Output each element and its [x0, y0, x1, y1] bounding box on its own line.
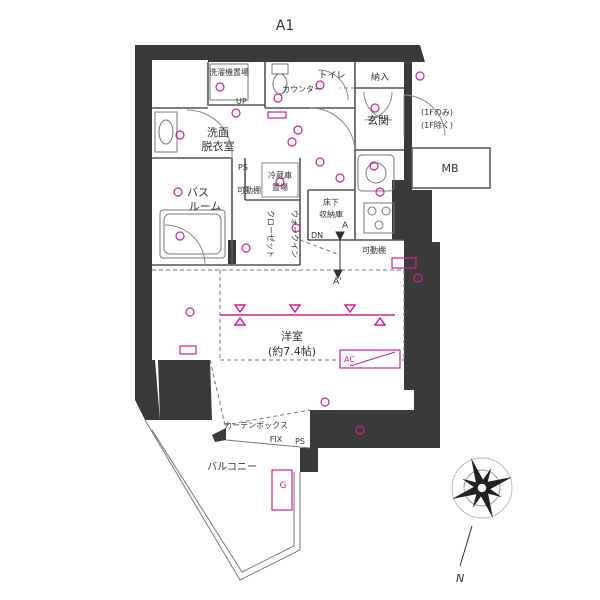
kitchen-sink — [357, 154, 395, 192]
room-name: 洋室 — [281, 329, 303, 343]
underfloor-label-2: 収納庫 — [319, 209, 343, 219]
bathtub — [159, 209, 226, 259]
dn-label: DN — [311, 231, 323, 240]
curtain-box-label: カーテンボックス — [224, 421, 288, 430]
compass-north-label: N — [456, 572, 464, 585]
washroom-label-1: 洗面 — [207, 126, 229, 139]
fridge-space — [261, 162, 299, 198]
section-a-prime: A' — [333, 277, 342, 287]
note-1f-except: (1F除く) — [421, 120, 453, 130]
electrical-symbols — [173, 71, 425, 511]
bath-label-2: ルーム — [189, 200, 222, 213]
unit-code: A1 — [276, 18, 294, 34]
section-a: A — [342, 221, 349, 231]
inner-walls — [152, 62, 404, 266]
toilet-label: トイレ — [318, 71, 345, 81]
ps-lower-label: PS — [295, 437, 305, 446]
washbasin — [154, 111, 178, 153]
entrance-label: 玄関 — [367, 113, 389, 127]
movable-shelf-label: 可動棚 — [237, 185, 261, 195]
compass-rose — [451, 457, 513, 567]
up-label: UP — [236, 97, 247, 106]
balcony-outline — [144, 419, 311, 581]
gas-meter-label: G — [280, 481, 287, 491]
mb-box — [411, 147, 491, 189]
closet-label: クローゼット — [266, 210, 276, 258]
section-marks — [333, 231, 345, 280]
ac-label: AC — [344, 355, 355, 364]
washer-tray-label: 洗濯機置場 — [209, 67, 249, 77]
doors — [164, 69, 446, 266]
stove — [363, 202, 395, 234]
balcony-label: バルコニー — [207, 461, 257, 473]
light-rail — [220, 304, 395, 326]
ac-unit: AC — [339, 349, 401, 369]
underfloor-label-1: 床下 — [323, 197, 339, 207]
storage-in-label: 納入 — [371, 71, 389, 83]
room-size: (約7.4帖) — [268, 344, 316, 358]
bath-label-1: バス — [187, 186, 209, 199]
washer-tray: 洗濯機置場 — [209, 63, 249, 101]
fridge-label-1: 冷蔵庫 — [268, 170, 292, 180]
ps-upper-label: PS — [238, 163, 248, 172]
outer-walls — [135, 45, 440, 472]
counter-label: カウンター — [282, 85, 322, 94]
note-1f-only: (1Fのみ) — [421, 108, 453, 117]
fix-label: FIX — [270, 435, 283, 444]
washroom-label-2: 脱衣室 — [202, 139, 235, 153]
fridge-label-2: 置場 — [272, 182, 288, 192]
mb-label: MB — [441, 162, 458, 175]
walkin-label: ウォークイン — [290, 210, 299, 258]
movable-shelf-2-label: 可動棚 — [362, 245, 386, 255]
